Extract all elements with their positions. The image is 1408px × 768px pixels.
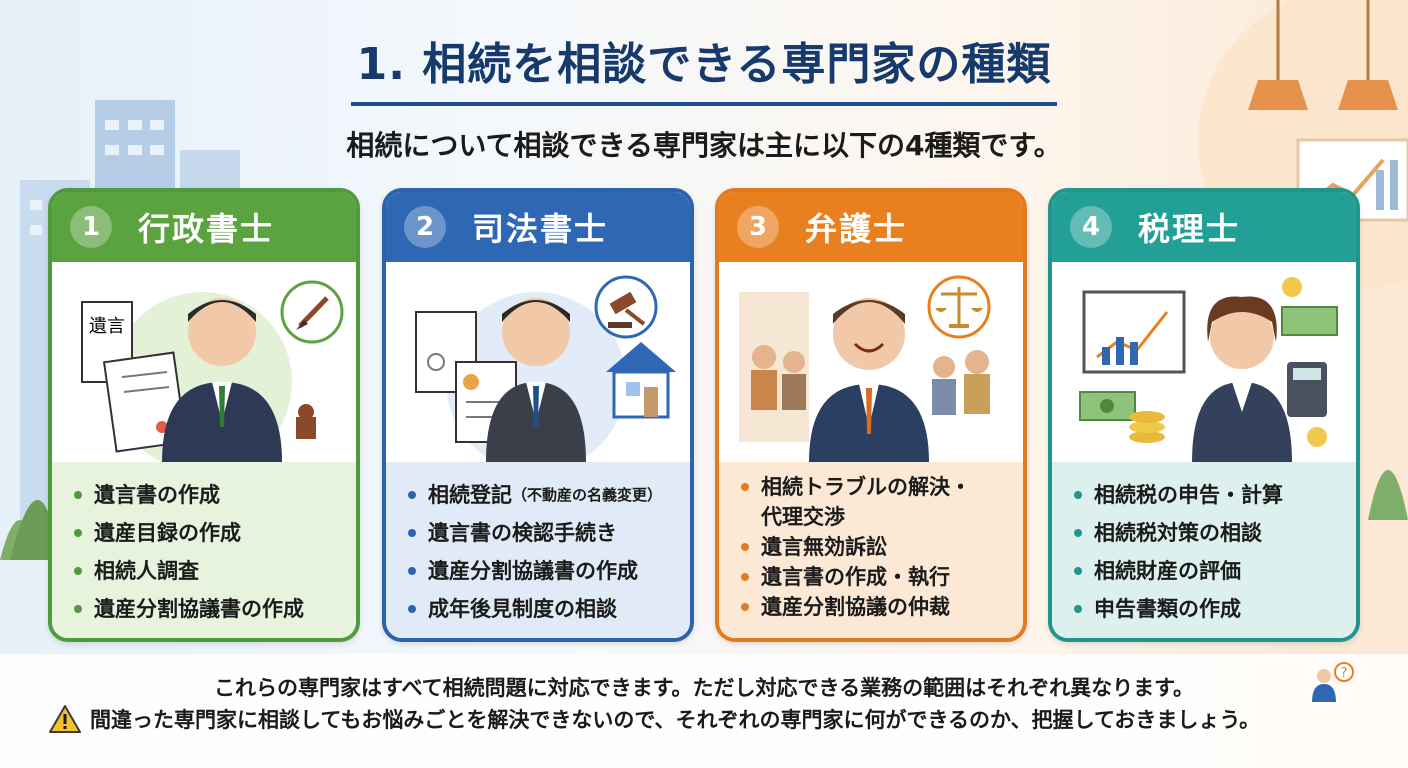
list-item: 遺産目録の作成 bbox=[74, 514, 356, 552]
illustration: 遺言 bbox=[52, 262, 356, 462]
list-item: 成年後見制度の相談 bbox=[408, 590, 690, 628]
card-header: 1 行政書士 bbox=[52, 192, 356, 262]
card-title: 行政書士 bbox=[138, 210, 275, 248]
svg-text:?: ? bbox=[1341, 666, 1348, 681]
card-header: 3 弁護士 bbox=[719, 192, 1023, 262]
list-item: 相続トラブルの解決・ bbox=[741, 472, 1023, 502]
list-item: 遺産分割協議の仲裁 bbox=[741, 592, 1023, 622]
list-item: 相続税の申告・計算 bbox=[1074, 476, 1356, 514]
duties-list: 相続トラブルの解決・ 代理交渉 遺言無効訴訟 遺言書の作成・執行 遺産分割協議の… bbox=[719, 462, 1023, 622]
list-item: 相続人調査 bbox=[74, 552, 356, 590]
list-item-note: （不動産の名義変更） bbox=[512, 486, 663, 504]
footer-note: これらの専門家はすべて相続問題に対応できます。ただし対応できる業務の範囲はそれぞ… bbox=[213, 676, 1195, 700]
card-number: 3 bbox=[737, 206, 779, 248]
list-item: 遺産分割協議書の作成 bbox=[74, 590, 356, 628]
card-header: 2 司法書士 bbox=[386, 192, 690, 262]
list-item: 相続登記（不動産の名義変更） bbox=[408, 476, 690, 514]
card-number: 2 bbox=[404, 206, 446, 248]
card-shihoshoshi: 2 司法書士 相続登記（不動産の名義変更） bbox=[382, 188, 694, 642]
list-item: 相続財産の評価 bbox=[1074, 552, 1356, 590]
card-title: 税理士 bbox=[1138, 210, 1241, 248]
illustration bbox=[386, 262, 690, 462]
card-title: 司法書士 bbox=[472, 210, 609, 248]
list-item: 遺産分割協議書の作成 bbox=[408, 552, 690, 590]
page-title: 1. 相続を相談できる専門家の種類 bbox=[350, 28, 1058, 106]
card-gyoseishoshi: 1 行政書士 遺言 遺言書の作成 遺産目録の作成 相続人調査 bbox=[48, 188, 360, 642]
list-item: 代理交渉 bbox=[761, 505, 845, 529]
list-item: 遺言無効訴訟 bbox=[741, 532, 1023, 562]
duties-area: 相続登記（不動産の名義変更） 遺言書の検認手続き 遺産分割協議書の作成 成年後見… bbox=[386, 462, 690, 638]
card-bengoshi: 3 弁護士 相続トラブルの解決・ bbox=[715, 188, 1027, 642]
duties-area: 遺言書の作成 遺産目録の作成 相続人調査 遺産分割協議書の作成 bbox=[52, 462, 356, 638]
list-item: 遺言書の作成 bbox=[74, 476, 356, 514]
illustration bbox=[719, 262, 1023, 462]
card-number: 4 bbox=[1070, 206, 1112, 248]
list-item: 遺言書の作成・執行 bbox=[741, 562, 1023, 592]
footer-band bbox=[0, 654, 1408, 768]
card-header: 4 税理士 bbox=[1052, 192, 1356, 262]
list-item: 遺言書の検認手続き bbox=[408, 514, 690, 552]
duties-area: 相続税の申告・計算 相続税対策の相談 相続財産の評価 申告書類の作成 bbox=[1052, 462, 1356, 638]
question-person-icon: ? bbox=[1312, 662, 1354, 702]
illustration bbox=[1052, 262, 1356, 462]
duties-list: 遺言書の作成 遺産目録の作成 相続人調査 遺産分割協議書の作成 bbox=[52, 462, 356, 628]
list-item: 申告書類の作成 bbox=[1074, 590, 1356, 628]
title-block: 1. 相続を相談できる専門家の種類 bbox=[0, 28, 1408, 106]
footer-warning: 間違った専門家に相談してもお悩みごとを解決できないので、それぞれの専門家に何がで… bbox=[48, 704, 1378, 734]
duties-area: 相続トラブルの解決・ 代理交渉 遺言無効訴訟 遺言書の作成・執行 遺産分割協議の… bbox=[719, 462, 1023, 638]
card-title: 弁護士 bbox=[805, 210, 908, 248]
duties-list: 相続登記（不動産の名義変更） 遺言書の検認手続き 遺産分割協議書の作成 成年後見… bbox=[386, 462, 690, 628]
warning-text: 間違った専門家に相談してもお悩みごとを解決できないので、それぞれの専門家に何がで… bbox=[90, 708, 1261, 732]
document-label: 遺言 bbox=[89, 316, 125, 337]
duties-list: 相続税の申告・計算 相続税対策の相談 相続財産の評価 申告書類の作成 bbox=[1052, 462, 1356, 628]
card-zeirishi: 4 税理士 相続税の申告・計算 相続税対策の相談 bbox=[1048, 188, 1360, 642]
page-subtitle: 相続について相談できる専門家は主に以下の4種類です。 bbox=[346, 129, 1062, 162]
list-item: 相続税対策の相談 bbox=[1074, 514, 1356, 552]
card-number: 1 bbox=[70, 206, 112, 248]
warning-icon bbox=[49, 705, 81, 733]
